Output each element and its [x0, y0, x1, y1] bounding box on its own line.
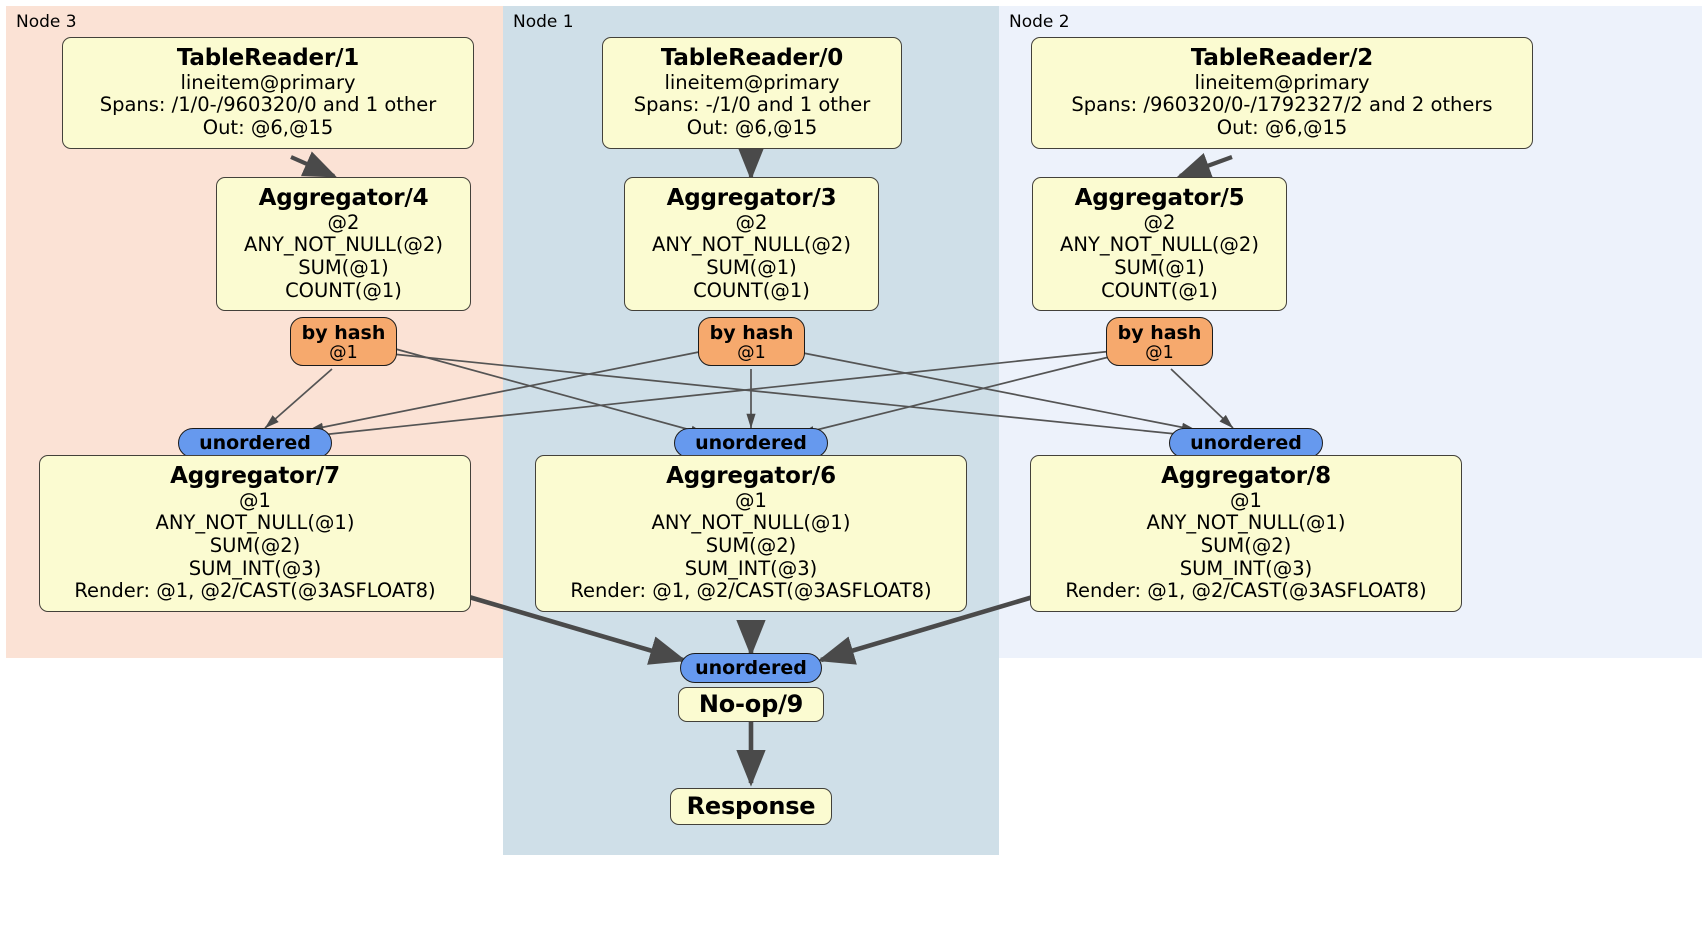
box-out: Out: @6,@15 [1216, 115, 1348, 139]
box-render: Render: @1, @2/CAST(@3ASFLOAT8) [74, 579, 436, 603]
box-group: @1 [1230, 488, 1262, 512]
box-agg-1: ANY_NOT_NULL(@2) [652, 233, 851, 257]
processor-box-tablereader-2[interactable]: TableReader/2 lineitem@primary Spans: /9… [1031, 37, 1533, 149]
sync-label: unordered [695, 431, 807, 454]
box-group: @2 [327, 210, 360, 234]
sync-unordered-node2[interactable]: unordered [1169, 428, 1323, 458]
box-spans: Spans: -/1/0 and 1 other [633, 93, 871, 117]
box-agg-1: ANY_NOT_NULL(@2) [244, 233, 443, 257]
router-label: by hash [709, 322, 794, 344]
box-agg-1: ANY_NOT_NULL(@2) [1060, 233, 1259, 257]
sync-unordered-node1[interactable]: unordered [674, 428, 828, 458]
box-title: Response [686, 791, 816, 820]
router-column: @1 [329, 342, 358, 363]
sync-unordered-final[interactable]: unordered [680, 653, 822, 683]
processor-box-aggregator-5[interactable]: Aggregator/5 @2 ANY_NOT_NULL(@2) SUM(@1)… [1032, 177, 1287, 312]
box-agg-2: SUM(@2) [705, 533, 797, 557]
box-title: Aggregator/5 [1074, 185, 1245, 211]
processor-box-noop-9[interactable]: No-op/9 [678, 687, 824, 722]
processor-box-tablereader-0[interactable]: TableReader/0 lineitem@primary Spans: -/… [602, 37, 902, 149]
sync-unordered-node3[interactable]: unordered [178, 428, 332, 458]
box-agg-2: SUM(@2) [209, 533, 301, 557]
box-group: @1 [239, 488, 271, 512]
processor-box-aggregator-6[interactable]: Aggregator/6 @1 ANY_NOT_NULL(@1) SUM(@2)… [535, 455, 967, 612]
box-agg-3: SUM_INT(@3) [684, 556, 818, 580]
box-title: TableReader/0 [660, 45, 844, 71]
router-by-hash-node1[interactable]: by hash @1 [698, 317, 805, 366]
processor-box-response[interactable]: Response [670, 788, 832, 825]
box-table: lineitem@primary [180, 70, 356, 94]
box-title: Aggregator/3 [666, 185, 837, 211]
box-agg-2: SUM(@2) [1200, 533, 1292, 557]
box-group: @2 [1143, 210, 1176, 234]
node-panel-label: Node 1 [513, 12, 574, 32]
sync-label: unordered [199, 431, 311, 454]
node-panel-label: Node 2 [1009, 12, 1070, 32]
box-agg-1: ANY_NOT_NULL(@1) [155, 511, 355, 535]
box-title: Aggregator/7 [170, 463, 340, 489]
box-agg-2: SUM(@1) [706, 255, 797, 279]
box-out: Out: @6,@15 [686, 115, 818, 139]
sync-label: unordered [695, 656, 807, 679]
box-title: No-op/9 [698, 689, 804, 718]
router-column: @1 [1145, 342, 1174, 363]
box-title: TableReader/2 [1190, 45, 1374, 71]
router-by-hash-node2[interactable]: by hash @1 [1106, 317, 1213, 366]
processor-box-aggregator-4[interactable]: Aggregator/4 @2 ANY_NOT_NULL(@2) SUM(@1)… [216, 177, 471, 312]
processor-box-tablereader-1[interactable]: TableReader/1 lineitem@primary Spans: /1… [62, 37, 474, 149]
box-agg-1: ANY_NOT_NULL(@1) [1146, 511, 1346, 535]
router-label: by hash [301, 322, 386, 344]
sync-label: unordered [1190, 431, 1302, 454]
router-by-hash-node3[interactable]: by hash @1 [290, 317, 397, 366]
box-title: Aggregator/6 [666, 463, 836, 489]
processor-box-aggregator-7[interactable]: Aggregator/7 @1 ANY_NOT_NULL(@1) SUM(@2)… [39, 455, 471, 612]
processor-box-aggregator-8[interactable]: Aggregator/8 @1 ANY_NOT_NULL(@1) SUM(@2)… [1030, 455, 1462, 612]
box-agg-2: SUM(@1) [298, 255, 389, 279]
box-title: Aggregator/4 [258, 185, 429, 211]
router-column: @1 [737, 342, 766, 363]
box-agg-3: COUNT(@1) [285, 278, 402, 302]
box-agg-2: SUM(@1) [1114, 255, 1205, 279]
box-spans: Spans: /1/0-/960320/0 and 1 other [99, 93, 437, 117]
box-table: lineitem@primary [664, 70, 840, 94]
box-agg-3: COUNT(@1) [693, 278, 810, 302]
box-spans: Spans: /960320/0-/1792327/2 and 2 others [1071, 93, 1493, 117]
router-label: by hash [1117, 322, 1202, 344]
box-group: @2 [735, 210, 768, 234]
box-agg-3: SUM_INT(@3) [188, 556, 322, 580]
box-group: @1 [735, 488, 767, 512]
box-out: Out: @6,@15 [202, 115, 334, 139]
box-render: Render: @1, @2/CAST(@3ASFLOAT8) [1065, 579, 1427, 603]
box-agg-3: COUNT(@1) [1101, 278, 1218, 302]
box-title: TableReader/1 [176, 45, 360, 71]
box-render: Render: @1, @2/CAST(@3ASFLOAT8) [570, 579, 932, 603]
processor-box-aggregator-3[interactable]: Aggregator/3 @2 ANY_NOT_NULL(@2) SUM(@1)… [624, 177, 879, 312]
box-agg-3: SUM_INT(@3) [1179, 556, 1313, 580]
node-panel-label: Node 3 [16, 12, 77, 32]
box-agg-1: ANY_NOT_NULL(@1) [651, 511, 851, 535]
box-title: Aggregator/8 [1161, 463, 1331, 489]
box-table: lineitem@primary [1194, 70, 1370, 94]
